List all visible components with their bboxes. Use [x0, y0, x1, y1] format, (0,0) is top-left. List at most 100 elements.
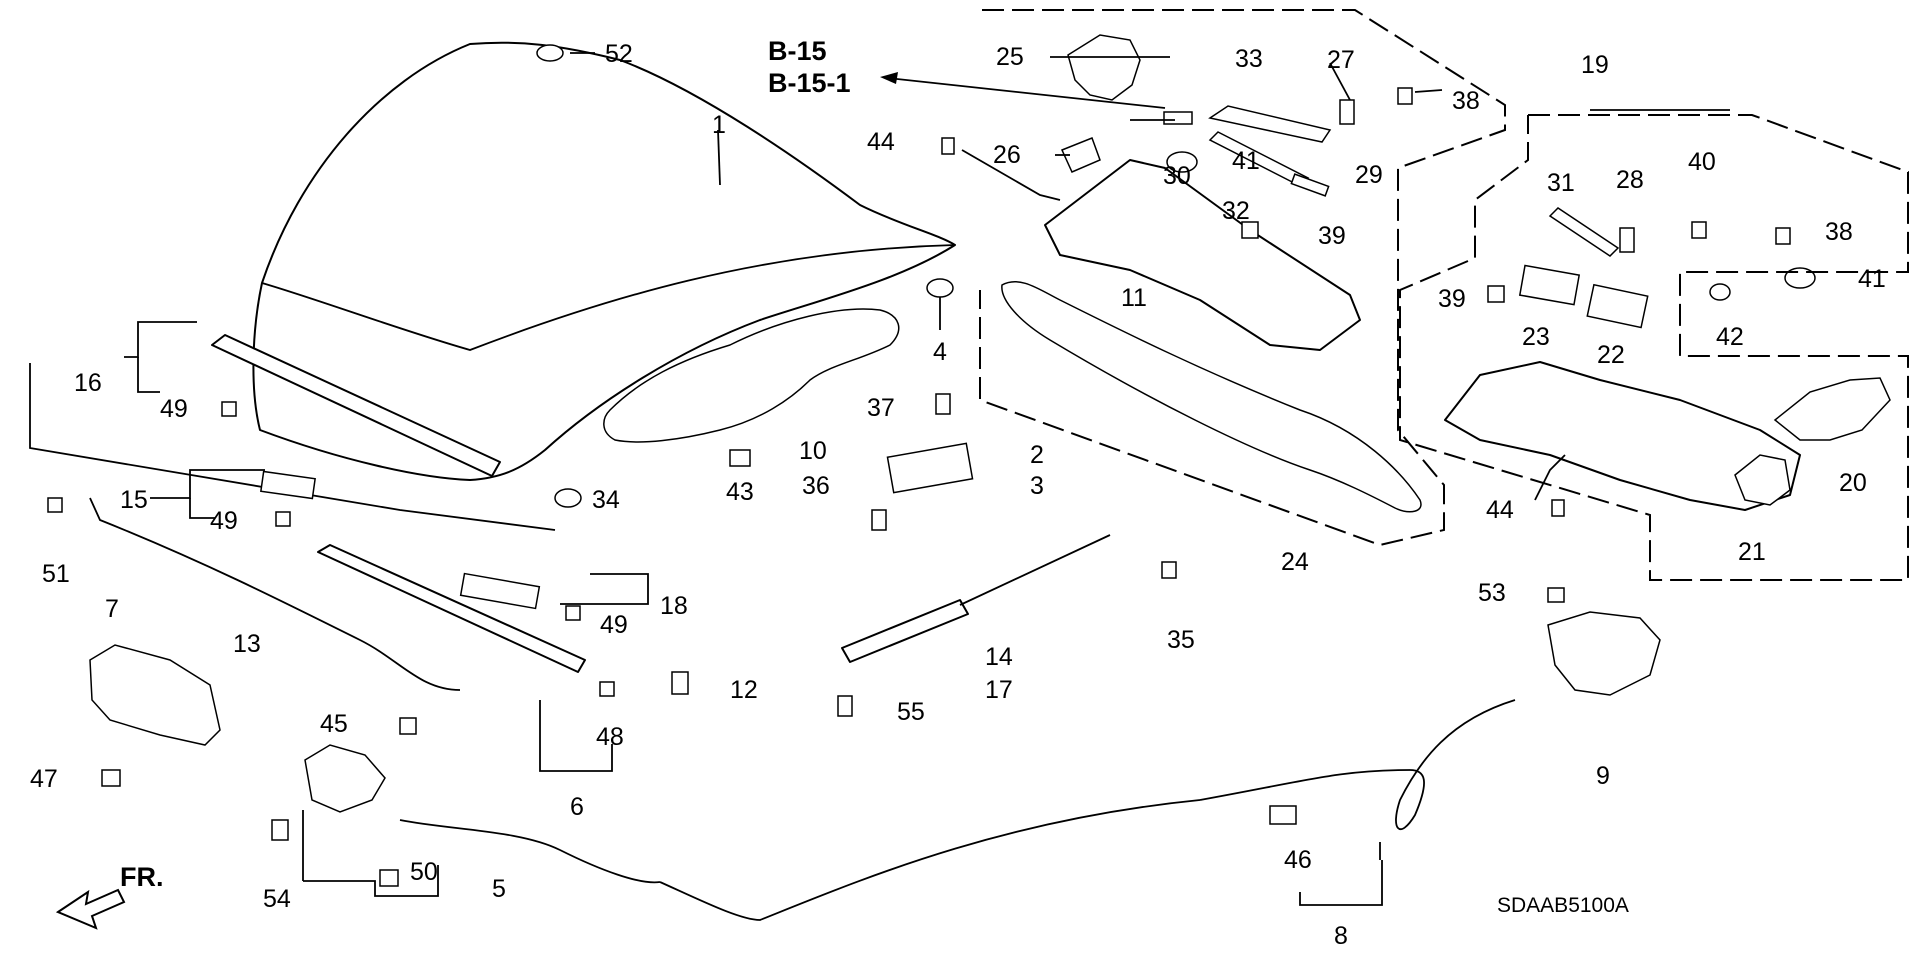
- pad-26: [1060, 137, 1101, 173]
- callout-11: 11: [1121, 284, 1147, 312]
- grommet-4: [926, 278, 954, 298]
- hood-insulator: [603, 308, 900, 443]
- bracket-18: [459, 572, 541, 610]
- callout-42: 42: [1716, 323, 1744, 351]
- clip-49c: [565, 605, 581, 621]
- bolt-55: [837, 695, 853, 717]
- bracket-2-3: [886, 442, 974, 494]
- callout-27: 27: [1327, 46, 1355, 74]
- callout-1: 1: [712, 111, 726, 139]
- callout-46: 46: [1284, 846, 1312, 874]
- callout-26: 26: [993, 141, 1021, 169]
- hood-panel: [252, 41, 956, 481]
- hood-seal-strip: [211, 334, 501, 477]
- clip-43: [729, 449, 751, 467]
- callout-10: 10: [799, 437, 827, 465]
- callout-numbers: 1 2 3 4 5 6 7 8 9 10 11 12 13 14 15 16 1…: [30, 40, 1886, 950]
- clip-39b: [1487, 285, 1505, 303]
- clip-49a: [221, 401, 237, 417]
- callout-41b: 41: [1858, 265, 1886, 293]
- callout-14: 14: [985, 643, 1013, 671]
- callout-35: 35: [1167, 626, 1195, 654]
- hinge-bar: [317, 544, 586, 673]
- callout-31: 31: [1547, 169, 1575, 197]
- callout-51: 51: [42, 560, 70, 588]
- callout-50: 50: [410, 858, 438, 886]
- clip-45: [399, 717, 417, 735]
- cowl-bracket-25: [1067, 34, 1141, 101]
- callout-19: 19: [1581, 51, 1609, 79]
- callout-21: 21: [1738, 538, 1766, 566]
- callout-52: 52: [605, 40, 633, 68]
- washer-hose-32: [1208, 131, 1310, 187]
- callout-22: 22: [1597, 341, 1625, 369]
- clip-46: [1269, 805, 1297, 825]
- callout-5: 5: [492, 875, 506, 903]
- callout-15: 15: [120, 486, 148, 514]
- callout-33: 33: [1235, 45, 1263, 73]
- washer-hose-33: [1208, 105, 1332, 143]
- callout-54: 54: [263, 885, 291, 913]
- callout-7: 7: [105, 595, 119, 623]
- cowl-bracket-20: [1773, 377, 1891, 441]
- clip-38a: [1397, 87, 1413, 105]
- clip-38b: [1775, 227, 1791, 245]
- grommet-42: [1709, 283, 1731, 301]
- callout-4: 4: [933, 338, 947, 366]
- grommet-34: [554, 488, 582, 508]
- callout-38b: 38: [1825, 218, 1853, 246]
- callout-29: 29: [1355, 161, 1383, 189]
- callout-38: 38: [1452, 87, 1480, 115]
- callout-28: 28: [1616, 166, 1644, 194]
- bolt-53: [1547, 587, 1565, 603]
- clip-51: [47, 497, 63, 513]
- reference-b15: B-15: [768, 36, 827, 66]
- callout-49c: 49: [600, 611, 628, 639]
- callout-8: 8: [1334, 922, 1348, 950]
- callout-45: 45: [320, 710, 348, 738]
- clip-47: [101, 769, 121, 787]
- clip-35: [1161, 561, 1177, 579]
- callout-23: 23: [1522, 323, 1550, 351]
- callout-49a: 49: [160, 395, 188, 423]
- group-box-right: [1399, 114, 1909, 581]
- cowl-bracket-21: [1734, 454, 1791, 506]
- callout-43: 43: [726, 478, 754, 506]
- reference-arrow: [887, 77, 1166, 109]
- cowl-seal: [1001, 280, 1422, 513]
- hood-outline-line: [29, 363, 556, 531]
- bolt-54: [271, 819, 289, 841]
- gas-strut-rod: [959, 534, 1111, 606]
- callout-34: 34: [592, 486, 620, 514]
- clip-44b: [1551, 499, 1565, 517]
- callout-16: 16: [74, 369, 102, 397]
- hood-support-rod: [89, 497, 461, 691]
- release-cable-lower: [659, 799, 1201, 921]
- connector-29: [1290, 173, 1330, 197]
- clip-44a: [941, 137, 955, 155]
- reference-arrow-head: [880, 72, 898, 84]
- callout-37: 37: [867, 394, 895, 422]
- callout-2: 2: [1030, 441, 1044, 469]
- leader-lines: [124, 52, 1730, 906]
- clip-12: [671, 671, 689, 695]
- callout-9: 9: [1596, 762, 1610, 790]
- clip-50: [379, 869, 399, 887]
- cowl-top-left: [1044, 159, 1361, 351]
- connector-30: [1163, 111, 1193, 125]
- callout-13: 13: [233, 630, 261, 658]
- bolt-36: [871, 509, 887, 531]
- callout-3: 3: [1030, 472, 1044, 500]
- latch-bracket: [1547, 611, 1661, 696]
- callout-55: 55: [897, 698, 925, 726]
- front-direction-arrow: [55, 888, 126, 930]
- bolt-37: [935, 393, 951, 415]
- clip-40: [1691, 221, 1707, 239]
- nozzle-28: [1619, 227, 1635, 253]
- callout-39b: 39: [1438, 285, 1466, 313]
- callout-12: 12: [730, 676, 758, 704]
- nozzle-27: [1339, 99, 1355, 125]
- callout-41: 41: [1232, 147, 1260, 175]
- clip-48: [599, 681, 615, 697]
